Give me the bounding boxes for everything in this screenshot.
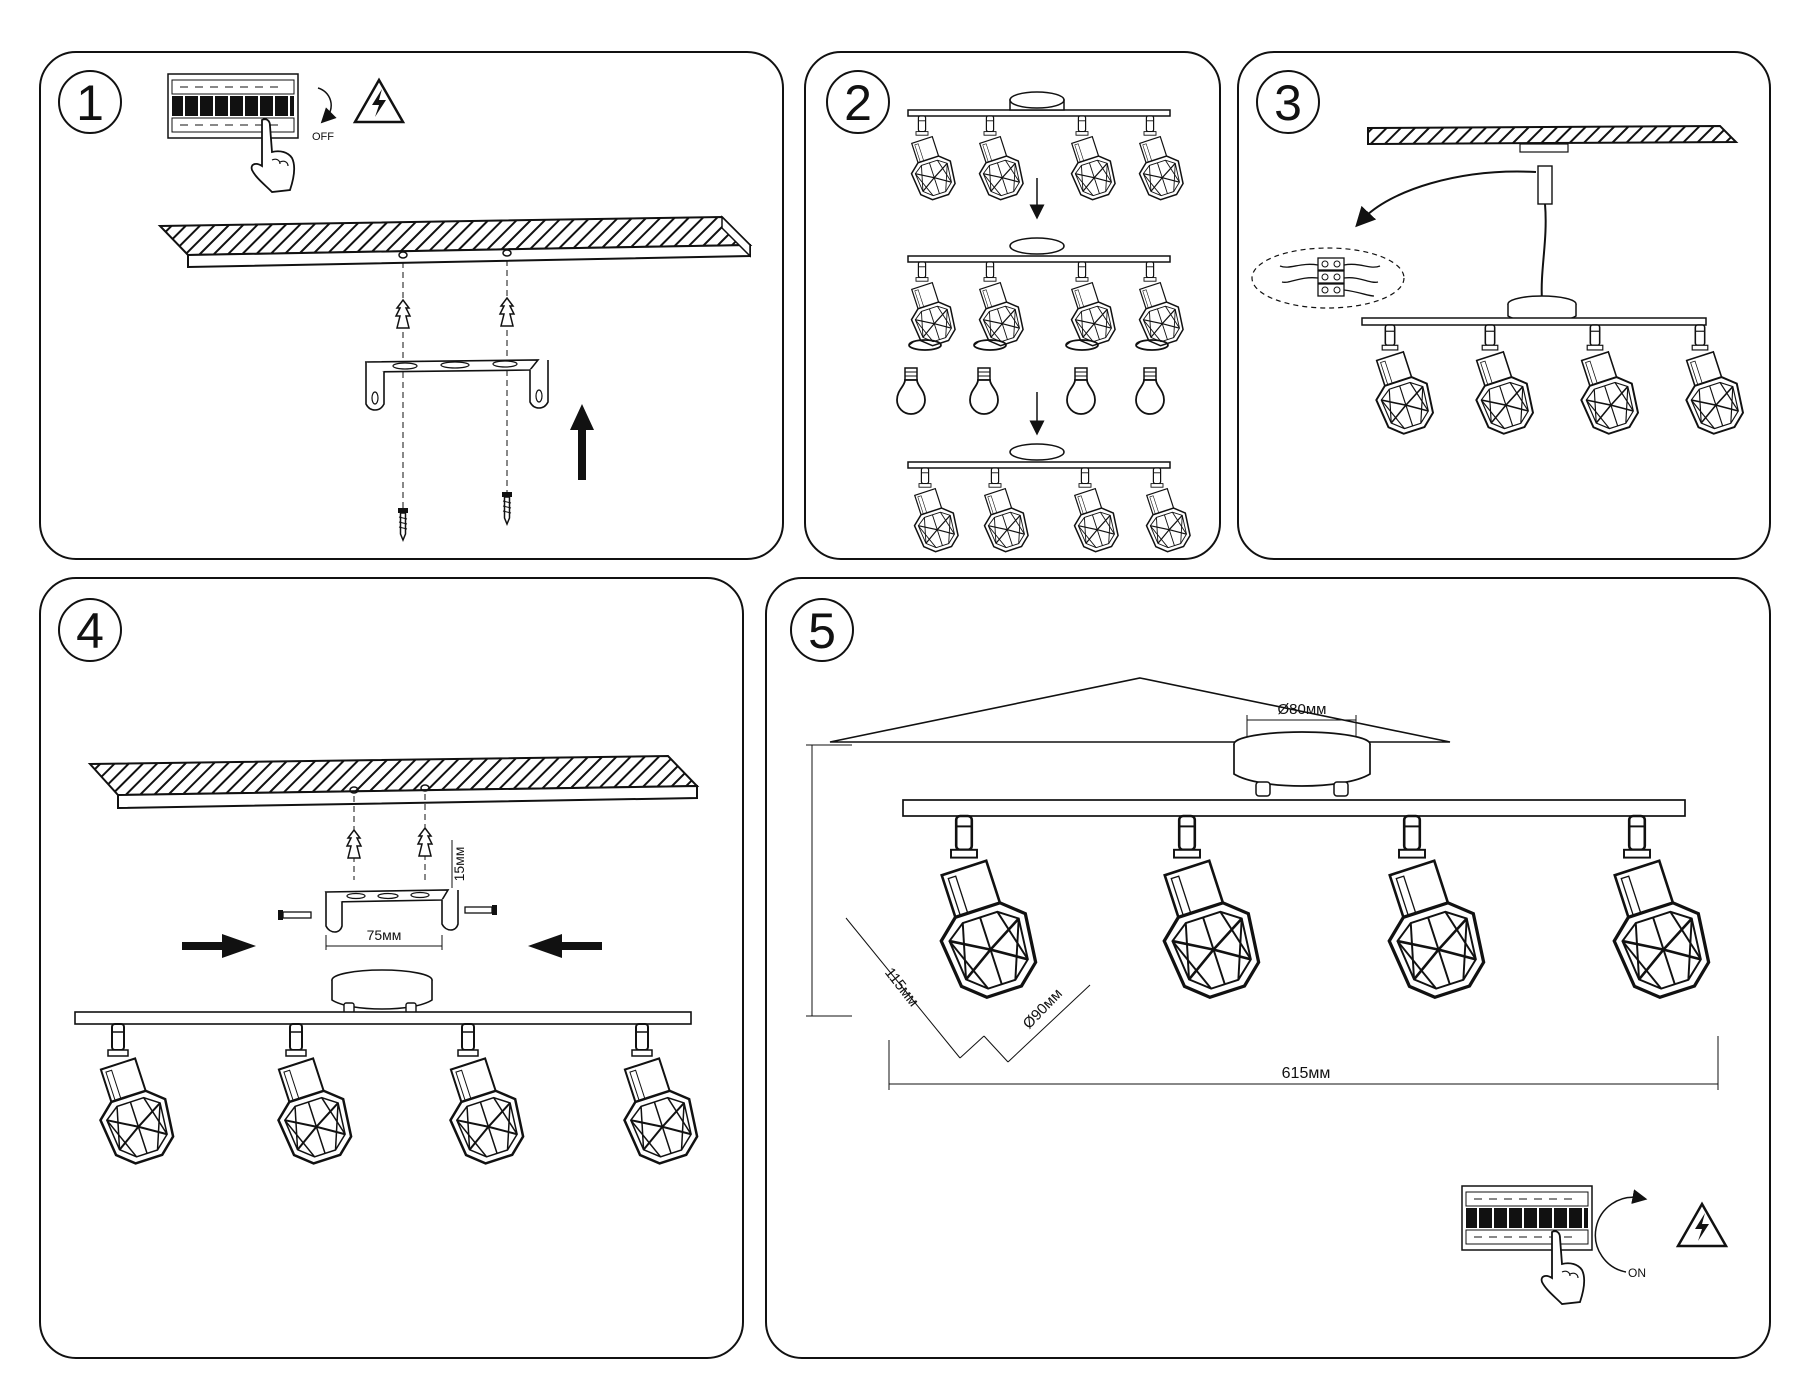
power-cable xyxy=(1540,203,1547,301)
step-5-number: 5 xyxy=(808,603,836,659)
fixture-assembled xyxy=(904,443,1196,557)
terminal-block xyxy=(1537,165,1553,205)
step-4-number: 4 xyxy=(76,603,104,659)
mounting-bracket xyxy=(324,889,459,933)
bracket-width-dimension: 75мм xyxy=(367,927,402,943)
canopy-diameter-dimension: Ø80мм xyxy=(1278,701,1327,718)
fixture-shades-removed xyxy=(901,237,1189,351)
step-2-number: 2 xyxy=(844,75,872,131)
switch-off-arrow xyxy=(317,87,337,124)
fixture-final xyxy=(902,731,1721,1007)
fixture-hanging xyxy=(1361,295,1751,440)
ceiling-slab xyxy=(1367,124,1739,146)
step-2-panel: 2 xyxy=(804,51,1221,560)
total-length-dimension: 615мм xyxy=(1282,1065,1331,1082)
bracket-height-dimension: 15мм xyxy=(451,847,467,882)
switch-on-label: ON xyxy=(1628,1266,1646,1280)
fixture-with-shades xyxy=(901,91,1189,205)
wire-connector-icon xyxy=(1279,257,1381,297)
mounting-bracket xyxy=(364,359,549,411)
step-3-number: 3 xyxy=(1274,75,1302,131)
wiring-callout-arrow xyxy=(1355,170,1537,228)
step-1-number: 1 xyxy=(76,75,104,131)
fixture-assembled xyxy=(74,969,707,1171)
switch-off-label: OFF xyxy=(312,131,334,143)
left-arrow-icon xyxy=(528,934,602,958)
circuit-breaker-icon xyxy=(167,73,299,139)
switch-on-arrow xyxy=(1594,1189,1648,1273)
side-screw xyxy=(464,905,497,915)
step-1-panel: 1 OFF xyxy=(39,51,784,560)
right-arrow-icon xyxy=(182,934,256,958)
up-arrow-icon xyxy=(570,404,594,480)
step-3-panel: 3 xyxy=(1237,51,1771,560)
circuit-breaker-icon xyxy=(1461,1185,1593,1251)
step-4-panel: 4 75мм 15мм xyxy=(39,577,744,1359)
side-screw xyxy=(278,910,312,920)
step-5-panel: 5 Ø80мм 115мм Ø90мм xyxy=(765,577,1771,1359)
ceiling-plate xyxy=(829,677,1451,743)
